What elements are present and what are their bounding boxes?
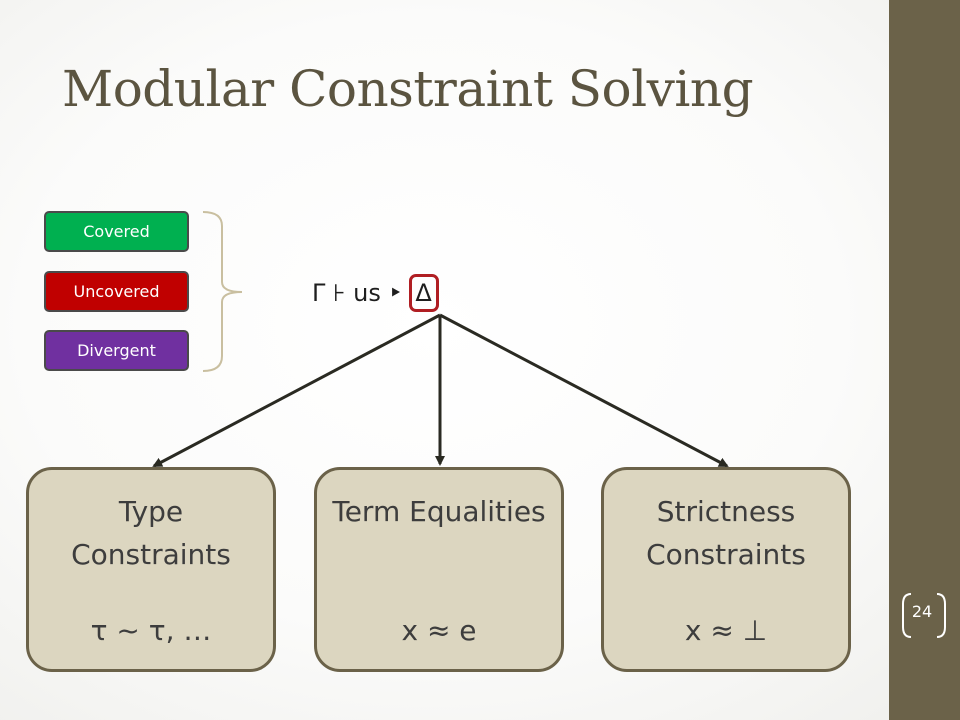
legend-covered: Covered [44,211,189,252]
page-number: 24 [911,602,933,621]
legend-brace [202,211,243,372]
arrow-to-type-constraints [152,313,441,468]
type-constraints-formula: τ ~ τ, … [90,614,212,647]
strictness-constraints-box: Strictness Constraints x ≈ ⊥ [601,467,851,672]
solver-judgment: Γ ⊦ us ‣ Δ [312,274,439,312]
slide-sidebar [889,0,960,720]
legend-uncovered: Uncovered [44,271,189,312]
slide-title: Modular Constraint Solving [62,60,754,118]
arrow-to-strictness-constraints [439,313,729,468]
term-equalities-box: Term Equalities x ≈ e [314,467,564,672]
term-equalities-formula: x ≈ e [401,614,477,647]
strictness-constraints-title: Strictness Constraints [646,495,806,571]
strictness-constraints-formula: x ≈ ⊥ [684,614,768,647]
term-equalities-title: Term Equalities [332,495,546,528]
delta-highlight: Δ [408,274,439,312]
type-constraints-title: Type Constraints [71,495,231,571]
judgment-prefix: Γ ⊦ us ‣ [312,279,403,307]
type-constraints-box: Type Constraints τ ~ τ, … [26,467,276,672]
legend-divergent: Divergent [44,330,189,371]
